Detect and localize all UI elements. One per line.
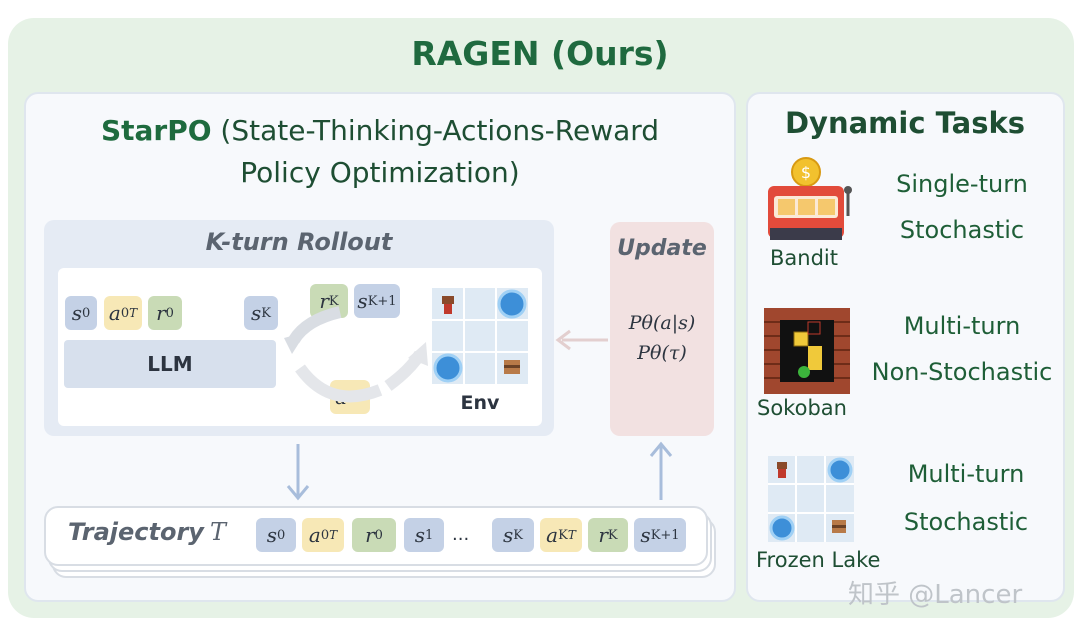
task-name-sokoban: Sokoban xyxy=(757,396,847,420)
starpo-heading: StarPO (State-Thinking-Actions-Reward Po… xyxy=(60,110,700,194)
starpo-name: StarPO xyxy=(100,114,212,147)
trajectory-ellipsis: ... xyxy=(452,524,470,545)
policy-action-prob: Pθ(a|s) xyxy=(628,312,696,334)
arrow-up-icon xyxy=(649,441,673,500)
trajectory-symbol: T xyxy=(210,518,227,546)
task-name-bandit: Bandit xyxy=(770,246,838,270)
sokoban-icon xyxy=(764,308,850,394)
frozen-lake-icon xyxy=(768,456,854,542)
watermark: 知乎 @Lancer xyxy=(848,580,1023,610)
svg-text:$: $ xyxy=(801,163,811,182)
task-bandit-stochasticity: Stochastic xyxy=(899,216,1025,244)
starpo-expansion-1: (State-Thinking-Actions-Reward xyxy=(211,114,660,147)
task-sokoban-turns: Multi-turn xyxy=(903,312,1021,340)
update-box xyxy=(610,222,714,436)
task-bandit-turns: Single-turn xyxy=(896,170,1028,198)
arrow-left-icon xyxy=(555,329,608,351)
slot-machine-icon: $ xyxy=(768,157,852,240)
task-frozen-lake-turns: Multi-turn xyxy=(907,460,1025,488)
env-frozen-lake-icon xyxy=(432,288,528,384)
trajectory-label: Trajectory xyxy=(68,518,204,546)
arrow-down-icon xyxy=(286,444,310,501)
rollout-title: K-turn Rollout xyxy=(205,228,393,256)
update-formulas: Pθ(a|s) Pθ(τ) xyxy=(610,308,714,368)
update-title: Update xyxy=(617,236,707,261)
task-frozen-lake-stochasticity: Stochastic xyxy=(903,508,1029,536)
task-name-frozen-lake: Frozen Lake xyxy=(756,548,881,572)
cycle-arrows-icon xyxy=(284,306,428,403)
dynamic-tasks-title: Dynamic Tasks xyxy=(784,106,1026,140)
main-title: RAGEN (Ours) xyxy=(411,34,669,73)
starpo-expansion-2: Policy Optimization) xyxy=(240,156,520,189)
task-sokoban-stochasticity: Non-Stochastic xyxy=(871,358,1053,386)
llm-box: LLM xyxy=(64,340,276,388)
env-label: Env xyxy=(460,392,500,414)
policy-trajectory-prob: Pθ(τ) xyxy=(637,342,687,364)
